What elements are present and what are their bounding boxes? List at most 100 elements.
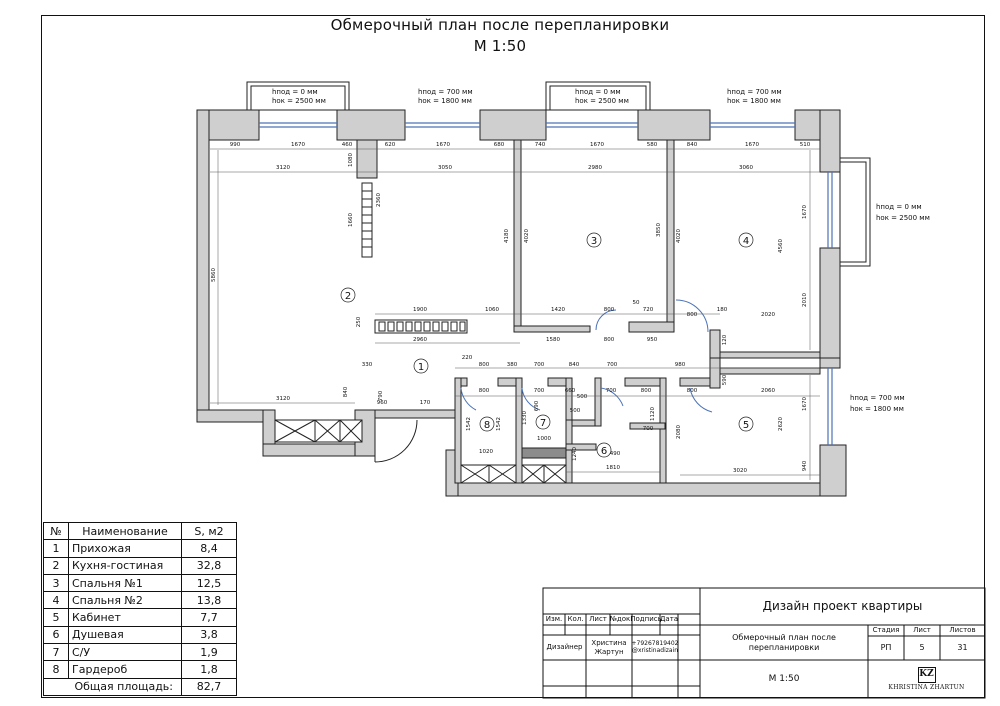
- table-row: 7 С/У 1,9: [43, 643, 237, 662]
- table-row: 1 Прихожая 8,4: [43, 539, 237, 558]
- room-number-1: 1: [413, 358, 429, 374]
- window-label-right-1: hпод = 0 мм: [876, 203, 922, 211]
- dim-lower-10: 500: [577, 394, 588, 400]
- dim-corr-11b: 800: [687, 388, 698, 394]
- dim-lower-1: 960: [377, 400, 388, 406]
- dim-width-bed1: 2980: [588, 165, 602, 171]
- window-label-mid-1: hпод = 0 мм: [575, 88, 621, 96]
- dim-lower-1120: 1120: [650, 407, 656, 421]
- drawing-scale: М 1:50: [473, 37, 527, 55]
- wall-stub-kitchen: [356, 139, 378, 179]
- dim-partition-1: 1060: [485, 307, 499, 313]
- sheets-value: 31: [957, 643, 968, 653]
- svg-text:2: 2: [345, 291, 351, 302]
- dim-lower-120: 120: [722, 334, 728, 345]
- dim-partition-10: 2020: [761, 312, 775, 318]
- dim-top-4: 1670: [436, 142, 450, 148]
- dim-top-10: 1670: [745, 142, 759, 148]
- dim-lower-18: 3020: [733, 468, 747, 474]
- wall-door-top: [374, 409, 456, 419]
- shower-tray: [521, 447, 567, 459]
- dim-left-840: 840: [343, 386, 349, 397]
- dim-partition-0: 1900: [413, 307, 427, 313]
- dim-top-6: 740: [535, 142, 546, 148]
- dim-lower-16: 700: [643, 426, 654, 432]
- wall-top-2: [336, 109, 406, 141]
- stage-label: Стадия: [872, 626, 900, 635]
- dim-corr-8: 800: [479, 388, 490, 394]
- dim-corr-1: 220: [462, 355, 473, 361]
- wall-wardrobe-right: [515, 377, 523, 484]
- brand-logo: KZ KHRISTINA ZHARTUN: [868, 660, 985, 698]
- dim-corr-13: 2060: [761, 388, 775, 394]
- dim-lower-1240: 1240: [572, 447, 578, 461]
- table-row: 8 Гардероб 1,8: [43, 660, 237, 679]
- dim-lower-9: 1000: [537, 436, 551, 442]
- dim-top-7: 1670: [590, 142, 604, 148]
- svg-text:3: 3: [591, 236, 597, 247]
- sheet-frame: [41, 15, 985, 698]
- logo-text: KHRISTINA ZHARTUN: [888, 683, 965, 691]
- dim-corr-2: 800: [479, 362, 490, 368]
- window-label-1a: hпод = 700 мм: [418, 88, 473, 96]
- dim-top-9: 840: [687, 142, 698, 148]
- dim-corr-0: 330: [362, 362, 373, 368]
- wall-right-4: [819, 444, 847, 497]
- dim-lower-15: 490: [610, 451, 621, 457]
- wall-bottom: [445, 482, 847, 497]
- dim-stair-2: 2360: [376, 193, 382, 207]
- door-swing-shower: [600, 387, 624, 407]
- col-name: Наименование: [68, 521, 182, 541]
- dim-width-kitchen: 3120: [276, 165, 290, 171]
- window-label-1b: hок = 1800 мм: [418, 97, 472, 105]
- dim-r4-left: 4020: [676, 229, 682, 243]
- dim-corr-9b: 700: [606, 388, 617, 394]
- sheet-label: Лист: [913, 626, 931, 635]
- door-swing-cabinet: [689, 387, 713, 413]
- svg-text:4: 4: [743, 236, 749, 247]
- dim-top-1: 1670: [291, 142, 305, 148]
- dim-width-bed2: 3060: [739, 165, 753, 171]
- designer-name: Христина Жартун: [591, 639, 627, 656]
- room-number-3: 3: [586, 232, 602, 248]
- head-count: Кол.: [567, 615, 584, 624]
- table-row: 2 Кухня-гостиная 32,8: [43, 556, 237, 575]
- dim-partition-8: 720: [643, 307, 654, 313]
- total-area-label: Общая площадь:: [43, 677, 182, 696]
- svg-text:7: 7: [540, 418, 546, 429]
- head-docnum: №док.: [609, 615, 633, 624]
- dim-partition-11b: 800: [687, 312, 698, 318]
- dim-width-living: 3050: [438, 165, 452, 171]
- dim-left-height: 5860: [211, 268, 217, 282]
- head-change: Изм.: [545, 615, 563, 624]
- entry-door-swing: [374, 419, 418, 463]
- room-number-8: 8: [479, 416, 495, 432]
- dim-lower-2080: 2080: [676, 425, 682, 439]
- svg-text:5: 5: [743, 420, 749, 431]
- dim-r3-left-inner: 4020: [524, 229, 530, 243]
- table-row: 3 Спальня №1 12,5: [43, 573, 237, 593]
- wall-cabinet-top: [709, 367, 821, 375]
- dim-partition-7: 950: [647, 337, 658, 343]
- wall-bedroom-divider: [666, 139, 675, 331]
- wall-bedroom2-corner: [709, 329, 721, 359]
- svg-text:6: 6: [601, 446, 607, 457]
- dim-stair-1: 1660: [348, 213, 354, 227]
- wall-shower-right: [659, 377, 667, 484]
- wall-top-4: [637, 109, 711, 141]
- dim-partition-9: 180: [717, 307, 728, 313]
- wall-left: [196, 109, 210, 421]
- window-label-3b: hок = 1800 мм: [850, 405, 904, 413]
- title-block: [542, 587, 986, 699]
- window-label-2a: hпод = 700 мм: [727, 88, 782, 96]
- dim-partition-250: 250: [356, 316, 362, 327]
- window-label-left-2: hок = 2500 мм: [272, 97, 326, 105]
- dim-lower-6: 1020: [479, 449, 493, 455]
- dim-lower-690: 690: [534, 400, 540, 411]
- dim-r4-lower: 2010: [802, 293, 808, 307]
- stage-value: РП: [880, 643, 892, 653]
- dim-bottom-left: 3120: [276, 396, 290, 402]
- room-schedule-table: № Наименование S, м2 1 Прихожая 8,4 2 Ку…: [43, 521, 237, 696]
